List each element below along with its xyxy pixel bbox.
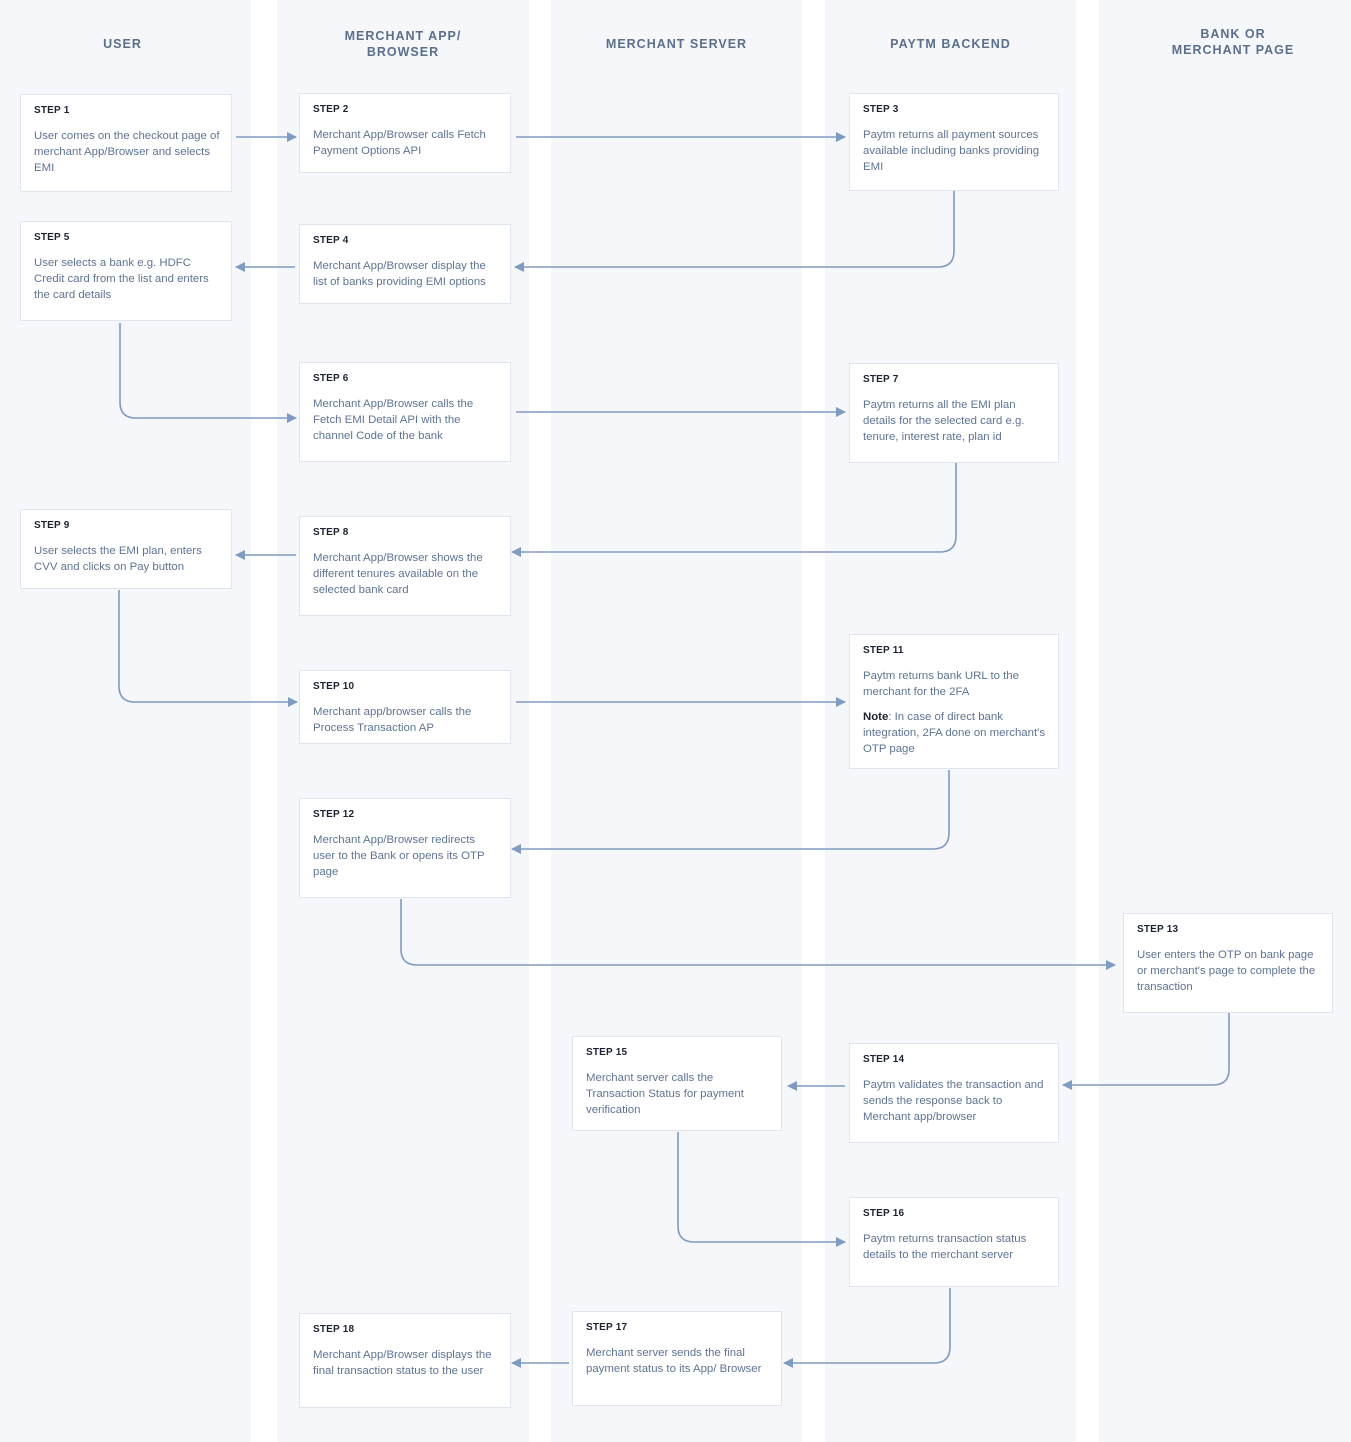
note-label: Note	[863, 711, 889, 723]
step-text: Merchant App/Browser displays the final …	[313, 1349, 492, 1377]
step-label: STEP 14	[863, 1054, 905, 1065]
step-card-8: STEP 8 Merchant App/Browser shows the di…	[299, 516, 511, 616]
step-label: STEP 18	[313, 1324, 355, 1335]
lane-merchant-server	[551, 0, 802, 1442]
arrow-step9-to-step10	[118, 590, 298, 707]
lane-header-merchant-app: MERCHANT APP/ BROWSER	[344, 29, 462, 59]
arrow-step15-to-step16	[677, 1132, 846, 1247]
arrow-step12-to-step13	[400, 899, 1116, 970]
step-text: Merchant App/Browser calls Fetch Payment…	[313, 129, 486, 157]
step-label: STEP 11	[863, 645, 904, 656]
step-card-3: STEP 3 Paytm returns all payment sources…	[849, 93, 1059, 191]
step-card-4: STEP 4 Merchant App/Browser display the …	[299, 224, 511, 304]
lane-header-paytm-backend: PAYTM BACKEND	[890, 37, 1011, 51]
step-text: Merchant App/Browser shows the different…	[313, 552, 483, 596]
step-label: STEP 12	[313, 809, 355, 820]
step-label: STEP 15	[586, 1047, 628, 1058]
step-card-10: STEP 10 Merchant app/browser calls the P…	[299, 670, 511, 744]
step-card-16: STEP 16 Paytm returns transaction status…	[849, 1197, 1059, 1287]
step-text: Paytm returns all payment sources availa…	[863, 129, 1040, 173]
step-card-2: STEP 2 Merchant App/Browser calls Fetch …	[299, 93, 511, 173]
step-text: Merchant App/Browser redirects user to t…	[313, 834, 485, 878]
lane-header-bank: BANK OR MERCHANT PAGE	[1171, 27, 1295, 57]
step-label: STEP 10	[313, 681, 355, 692]
step-text: Paytm returns transaction status details…	[863, 1233, 1027, 1261]
step-label: STEP 13	[1137, 924, 1179, 935]
arrow-step11-to-step12	[511, 770, 950, 854]
lane-header-user: USER	[103, 37, 142, 51]
step-label: STEP 16	[863, 1208, 905, 1219]
step-card-12: STEP 12 Merchant App/Browser redirects u…	[299, 798, 511, 898]
step-card-17: STEP 17 Merchant server sends the final …	[572, 1311, 782, 1406]
step-text: Merchant server calls the Transaction St…	[586, 1072, 744, 1116]
step-card-11: STEP 11 Paytm returns bank URL to the me…	[849, 634, 1059, 769]
step-label: STEP 9	[34, 520, 70, 531]
step-card-1: STEP 1 User comes on the checkout page o…	[20, 94, 232, 192]
step-text: User comes on the checkout page of merch…	[34, 130, 220, 174]
arrow-step5-to-step6	[119, 323, 297, 423]
step-label: STEP 6	[313, 373, 349, 384]
arrow-step13-to-step14	[1062, 1013, 1230, 1090]
step-card-13: STEP 13 User enters the OTP on bank page…	[1123, 913, 1333, 1013]
step-text: Merchant server sends the final payment …	[586, 1347, 762, 1375]
step-text: Paytm returns all the EMI plan details f…	[863, 399, 1025, 443]
step-label: STEP 5	[34, 232, 70, 243]
step-label: STEP 3	[863, 104, 899, 115]
step-label: STEP 4	[313, 235, 349, 246]
step-text: Paytm validates the transaction and send…	[863, 1079, 1044, 1123]
step-card-18: STEP 18 Merchant App/Browser displays th…	[299, 1313, 511, 1408]
lane-bank	[1099, 0, 1351, 1442]
step-text: Merchant app/browser calls the Process T…	[313, 706, 472, 734]
step-label: STEP 7	[863, 374, 899, 385]
step-text: Merchant App/Browser calls the Fetch EMI…	[313, 398, 474, 442]
step-card-14: STEP 14 Paytm validates the transaction …	[849, 1043, 1059, 1143]
arrow-step16-to-step17	[783, 1288, 951, 1368]
step-card-6: STEP 6 Merchant App/Browser calls the Fe…	[299, 362, 511, 462]
step-card-9: STEP 9 User selects the EMI plan, enters…	[20, 509, 232, 589]
step-label: STEP 1	[34, 105, 70, 116]
note-text: : In case of direct bank integration, 2F…	[863, 711, 1046, 755]
step-label: STEP 2	[313, 104, 349, 115]
step-card-15: STEP 15 Merchant server calls the Transa…	[572, 1036, 782, 1131]
step-text: Merchant App/Browser display the list of…	[313, 260, 486, 288]
lane-header-merchant-server: MERCHANT SERVER	[605, 37, 748, 51]
step-text: Paytm returns bank URL to the merchant f…	[863, 670, 1019, 698]
arrow-step3-to-step4	[514, 191, 955, 272]
step-card-7: STEP 7 Paytm returns all the EMI plan de…	[849, 363, 1059, 463]
step-label: STEP 17	[586, 1322, 628, 1333]
step-text: User selects a bank e.g. HDFC Credit car…	[34, 257, 209, 301]
step-text: User enters the OTP on bank page or merc…	[1137, 949, 1316, 993]
step-label: STEP 8	[313, 527, 349, 538]
arrow-step7-to-step8	[511, 463, 957, 557]
step-note: Note: In case of direct bank integration…	[863, 709, 1048, 757]
step-text: User selects the EMI plan, enters CVV an…	[34, 545, 202, 573]
step-card-5: STEP 5 User selects a bank e.g. HDFC Cre…	[20, 221, 232, 321]
